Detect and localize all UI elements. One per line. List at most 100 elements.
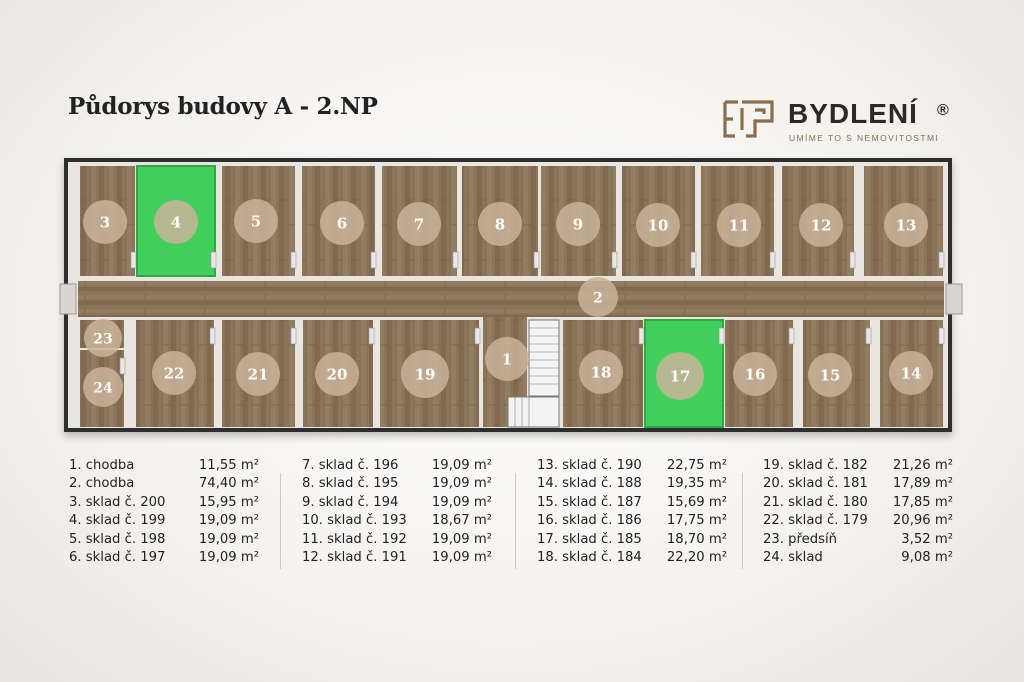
room-badge-6[interactable]: 6 bbox=[320, 201, 364, 245]
room-badge-circle bbox=[154, 200, 198, 244]
legend-room-area: 11,55 m² bbox=[198, 458, 259, 473]
room-badge-circle bbox=[717, 203, 761, 247]
door bbox=[690, 251, 697, 269]
room-badge-17[interactable]: 17 bbox=[656, 352, 704, 400]
legend-room-area: 20,96 m² bbox=[892, 513, 953, 529]
room-number: 6 bbox=[337, 215, 347, 233]
room-badge-circle bbox=[799, 203, 843, 247]
room-badge-23[interactable]: 23 bbox=[84, 319, 122, 357]
legend-room-area: 19,09 m² bbox=[431, 494, 492, 510]
room-badge-circle bbox=[656, 352, 704, 400]
room-badge-14[interactable]: 14 bbox=[889, 351, 933, 395]
door bbox=[938, 327, 945, 345]
room-badge-circle bbox=[485, 337, 529, 381]
legend-room-label: 16. sklad č. 186 bbox=[537, 513, 642, 529]
door bbox=[865, 327, 872, 345]
door bbox=[119, 357, 126, 375]
staircase bbox=[507, 319, 560, 428]
corridor-door-right bbox=[945, 283, 963, 315]
door bbox=[209, 327, 216, 345]
room-badge-4[interactable]: 4 bbox=[154, 200, 198, 244]
room-badge-15[interactable]: 15 bbox=[808, 353, 852, 397]
legend-room-label: 23. předsíň bbox=[763, 531, 838, 547]
door bbox=[849, 251, 856, 269]
legend-row: 23. předsíň 3,52 m² bbox=[763, 531, 953, 549]
bydleni-logo-icon bbox=[723, 100, 774, 138]
legend-divider bbox=[515, 473, 516, 569]
legend-room-label: 2. chodba bbox=[69, 476, 135, 492]
door bbox=[474, 327, 481, 345]
room-badge-20[interactable]: 20 bbox=[315, 352, 359, 396]
legend-room-label: 5. sklad č. 198 bbox=[69, 531, 166, 547]
room-badge-circle bbox=[83, 367, 123, 407]
room-badge-16[interactable]: 16 bbox=[733, 352, 777, 396]
room-badge-circle bbox=[808, 353, 852, 397]
legend-room-area: 19,09 m² bbox=[198, 513, 259, 529]
door bbox=[938, 251, 945, 269]
room-badge-12[interactable]: 12 bbox=[799, 203, 843, 247]
room-number: 17 bbox=[670, 368, 691, 386]
room-number: 22 bbox=[164, 365, 185, 383]
room-badge-2[interactable]: 2 bbox=[578, 277, 618, 317]
door bbox=[611, 251, 618, 269]
legend-room-area: 17,85 m² bbox=[892, 494, 953, 510]
room-badge-circle bbox=[83, 200, 127, 244]
room-number: 24 bbox=[93, 381, 113, 397]
room-badge-circle bbox=[556, 202, 600, 246]
legend-room-area: 3,52 m² bbox=[901, 531, 953, 547]
room-badge-21[interactable]: 21 bbox=[236, 352, 280, 396]
legend-room-label: 12. sklad č. 191 bbox=[302, 549, 407, 565]
room-badge-18[interactable]: 18 bbox=[579, 350, 623, 394]
room-number: 12 bbox=[811, 217, 832, 235]
room-badge-circle bbox=[578, 277, 618, 317]
legend-divider bbox=[742, 473, 743, 569]
legend-room-area: 19,09 m² bbox=[198, 531, 259, 547]
legend-room-area: 22,75 m² bbox=[666, 458, 727, 473]
room-number: 1 bbox=[502, 351, 512, 369]
room-badge-7[interactable]: 7 bbox=[397, 202, 441, 246]
room-badge-3[interactable]: 3 bbox=[83, 200, 127, 244]
legend-room-area: 19,09 m² bbox=[431, 531, 492, 547]
room-number: 14 bbox=[901, 365, 922, 383]
room-badge-10[interactable]: 10 bbox=[636, 203, 680, 247]
legend-room-label: 14. sklad č. 188 bbox=[537, 476, 642, 492]
page-title: Půdorys budovy A - 2.NP bbox=[68, 93, 378, 120]
door bbox=[368, 327, 375, 345]
registered-mark: ® bbox=[937, 102, 949, 119]
legend-room-label: 7. sklad č. 196 bbox=[302, 458, 399, 473]
room-badge-1[interactable]: 1 bbox=[485, 337, 529, 381]
room-badge-8[interactable]: 8 bbox=[478, 202, 522, 246]
room-badge-9[interactable]: 9 bbox=[556, 202, 600, 246]
room-badge-24[interactable]: 24 bbox=[83, 367, 123, 407]
room-badge-circle bbox=[884, 203, 928, 247]
legend-room-area: 19,09 m² bbox=[431, 549, 492, 565]
room-badge-13[interactable]: 13 bbox=[884, 203, 928, 247]
legend-row: 3. sklad č. 200 15,95 m² bbox=[69, 494, 259, 512]
legend-room-label: 17. sklad č. 185 bbox=[537, 531, 642, 547]
brand-logo: BYDLENÍ ® UMÍME TO S NEMOVITOSTMI bbox=[722, 96, 962, 148]
room-badge-11[interactable]: 11 bbox=[717, 203, 761, 247]
legend-room-area: 15,95 m² bbox=[198, 494, 259, 510]
room-badge-5[interactable]: 5 bbox=[234, 199, 278, 243]
room-badge-19[interactable]: 19 bbox=[401, 350, 449, 398]
room-badge-circle bbox=[236, 352, 280, 396]
legend-room-label: 13. sklad č. 190 bbox=[537, 458, 642, 473]
legend-room-area: 19,09 m² bbox=[431, 476, 492, 492]
room-badge-circle bbox=[84, 319, 122, 357]
door bbox=[452, 251, 459, 269]
room-badge-circle bbox=[152, 351, 196, 395]
door bbox=[210, 251, 217, 269]
door bbox=[130, 251, 137, 269]
room-badge-circle bbox=[401, 350, 449, 398]
legend-column: 13. sklad č. 190 22,75 m² 14. sklad č. 188… bbox=[537, 457, 727, 567]
room-badge-22[interactable]: 22 bbox=[152, 351, 196, 395]
legend-room-label: 3. sklad č. 200 bbox=[69, 494, 166, 510]
legend-room-label: 1. chodba bbox=[69, 458, 135, 473]
